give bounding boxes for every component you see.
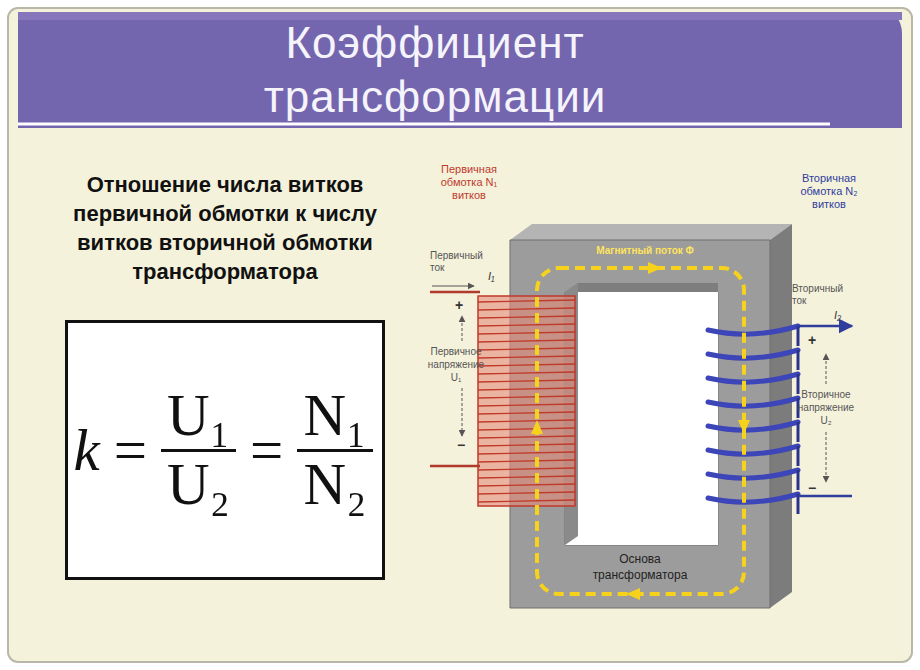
winding-turn	[478, 412, 575, 414]
winding-turn	[478, 460, 575, 462]
winding-turn	[797, 350, 800, 370]
winding-turn	[478, 372, 575, 374]
winding-label: Вторичная обмотка N₂ витков	[786, 172, 872, 211]
core-window-depth	[565, 283, 718, 292]
winding-turn	[797, 422, 800, 442]
voltage-arrow	[826, 432, 827, 482]
slide-panel	[8, 8, 912, 662]
winding-turn	[708, 446, 798, 454]
winding-turn	[708, 374, 798, 382]
secondary-lead	[798, 495, 852, 498]
core-label: Основа трансформатора	[585, 551, 695, 583]
winding-turn	[478, 476, 575, 478]
flux-arrow	[648, 262, 662, 274]
winding-turn	[708, 422, 798, 430]
winding-turn	[478, 332, 575, 334]
formula-row: k=U₁U₂=N₁N₂	[73, 385, 376, 516]
primary-lead	[430, 291, 480, 294]
equals-sign: =	[114, 416, 147, 485]
winding-turn	[478, 348, 575, 350]
current-arrow	[432, 286, 474, 287]
winding-turn	[478, 308, 575, 310]
winding-turn	[478, 316, 575, 318]
equals-sign: =	[250, 416, 283, 485]
winding-turn	[478, 388, 575, 390]
flux-path	[537, 268, 744, 594]
winding-turn	[708, 470, 798, 478]
winding-turn	[478, 324, 575, 326]
winding-turn	[478, 492, 575, 494]
polarity-sign: −	[808, 480, 816, 496]
winding-turn	[797, 470, 800, 490]
flux-arrow	[738, 420, 750, 434]
flux-arrow	[626, 588, 640, 600]
winding-turn	[478, 484, 575, 486]
winding-turn	[478, 452, 575, 454]
formula-box: k=U₁U₂=N₁N₂	[65, 320, 385, 580]
winding-turn	[478, 356, 575, 358]
winding-turn	[478, 420, 575, 422]
winding-turn	[478, 428, 575, 430]
winding-turn	[478, 380, 575, 382]
current-label: Первичный ток	[430, 250, 484, 274]
primary-coil-turns	[478, 300, 575, 502]
winding-turn	[478, 300, 575, 302]
title-band	[18, 12, 902, 128]
core-window	[565, 292, 718, 545]
core-side-face	[770, 224, 792, 608]
numerator: N₁	[297, 385, 372, 452]
title-underline	[18, 123, 830, 126]
primary-lead	[430, 465, 480, 468]
secondary-coil-turns	[708, 326, 798, 514]
voltage-label: Первичное напряжение U₁	[424, 345, 488, 384]
winding-turn	[478, 340, 575, 342]
current-symbol: I₂	[834, 309, 841, 322]
winding-turn	[797, 374, 800, 394]
current-symbol: I₁	[488, 270, 495, 283]
definition-text: Отношение числа витков первичной обмотки…	[65, 170, 385, 286]
winding-turn	[708, 326, 798, 334]
winding-turn	[708, 494, 798, 502]
winding-turn	[478, 396, 575, 398]
polarity-sign: +	[808, 332, 816, 348]
winding-turn	[797, 446, 800, 466]
polarity-sign: −	[457, 437, 465, 453]
winding-turn	[478, 500, 575, 502]
winding-turn	[478, 404, 575, 406]
coefficient-symbol: k	[73, 416, 99, 485]
polarity-sign: +	[455, 297, 463, 313]
current-label: Вторичный ток	[792, 283, 850, 307]
winding-turn	[797, 326, 800, 346]
numerator: U₁	[161, 385, 236, 452]
winding-turn	[708, 350, 798, 358]
flux-arrow	[531, 420, 543, 434]
denominator: N₂	[297, 452, 372, 516]
winding-turn	[478, 444, 575, 446]
voltage-arrow	[462, 388, 463, 436]
winding-label: Первичная обмотка N₁ витков	[428, 163, 510, 202]
voltage-arrow	[462, 316, 463, 341]
slide-title: Коэффициент трансформации	[200, 16, 670, 124]
secondary-lead	[798, 325, 852, 328]
winding-turn	[708, 398, 798, 406]
fraction: N₁N₂	[297, 385, 372, 516]
flux-label: Магнитный поток Φ	[570, 245, 720, 257]
denominator: U₂	[161, 452, 236, 516]
fraction: U₁U₂	[161, 385, 236, 516]
core-top-face	[510, 224, 792, 240]
winding-turn	[478, 436, 575, 438]
voltage-label: Вторичное напряжение U₂	[792, 388, 860, 427]
primary-coil	[478, 296, 575, 506]
winding-turn	[478, 364, 575, 366]
voltage-arrow	[826, 354, 827, 384]
winding-turn	[478, 468, 575, 470]
